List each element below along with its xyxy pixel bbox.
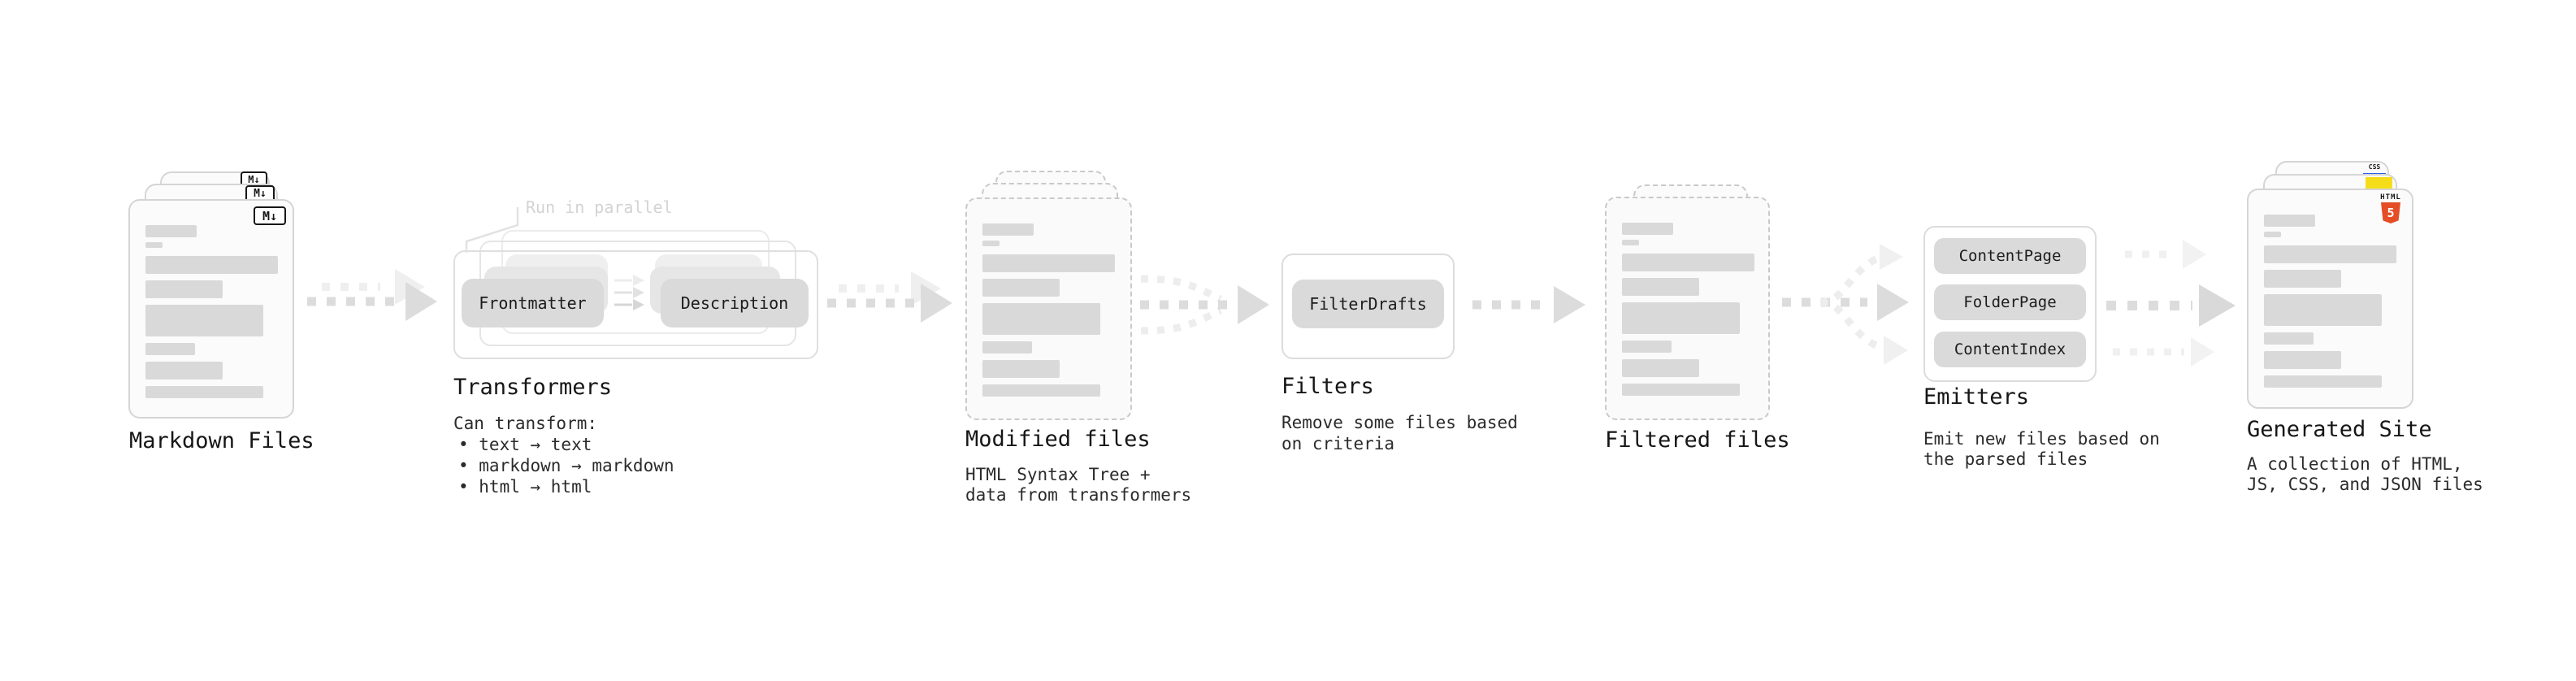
- filters-desc: Remove some files based: [1281, 413, 1518, 432]
- contentindex-pill: ContentIndex: [1934, 332, 2086, 367]
- filters-desc: on criteria: [1281, 434, 1395, 453]
- markdown-file-card-front: [128, 199, 294, 419]
- description-pill: Description: [661, 279, 809, 327]
- generated-site-desc: JS, CSS, and JSON files: [2247, 475, 2483, 494]
- javascript-icon: [2366, 177, 2392, 191]
- generated-site-label: Generated Site: [2247, 417, 2432, 442]
- folderpage-pill: FolderPage: [1934, 284, 2086, 320]
- transformers-bullet: • text → text: [458, 435, 592, 454]
- arrow-filters-to-filtered: [1472, 286, 1585, 323]
- modified-files-label: Modified files: [965, 427, 1151, 452]
- filterdrafts-pill: FilterDrafts: [1292, 280, 1444, 328]
- frontmatter-pill: Frontmatter: [462, 279, 604, 327]
- filtered-files-label: Filtered files: [1605, 427, 1790, 453]
- generated-site-desc: A collection of HTML,: [2247, 454, 2463, 474]
- modified-file-card-front: [965, 197, 1132, 420]
- run-in-parallel-annotation: Run in parallel: [526, 197, 673, 217]
- modified-files-desc: data from transformers: [965, 485, 1192, 505]
- modified-files-desc: HTML Syntax Tree +: [965, 465, 1151, 484]
- contentpage-pill: ContentPage: [1934, 238, 2086, 274]
- transformers-bullet: • html → html: [458, 477, 592, 497]
- markdown-icon: M↓: [254, 206, 286, 225]
- markdown-icon: M↓: [245, 185, 275, 202]
- emitters-label: Emitters: [1923, 384, 2030, 410]
- html5-icon: HTML 5: [2378, 193, 2404, 223]
- arrow-filtered-to-emitters: [1782, 244, 1909, 365]
- transformers-bullet: • markdown → markdown: [458, 456, 674, 475]
- emitters-desc: Emit new files based on: [1923, 429, 2160, 449]
- transformers-label: Transformers: [453, 375, 613, 400]
- transformer-outline-front: [453, 250, 818, 359]
- arrow-emitters-to-generated: [2106, 240, 2236, 367]
- markdown-files-label: Markdown Files: [129, 428, 314, 453]
- filtered-file-card-front: [1605, 197, 1770, 420]
- arrow-markdown-to-transformers: [307, 269, 437, 321]
- arrow-modified-to-filters: [1140, 275, 1269, 335]
- markdown-icon: M↓: [241, 171, 267, 187]
- emitters-desc: the parsed files: [1923, 449, 2088, 469]
- transformers-desc-title: Can transform:: [453, 414, 598, 433]
- generated-file-card-front: [2247, 189, 2413, 409]
- arrow-transformers-to-modified: [827, 271, 952, 323]
- filters-label: Filters: [1281, 374, 1374, 399]
